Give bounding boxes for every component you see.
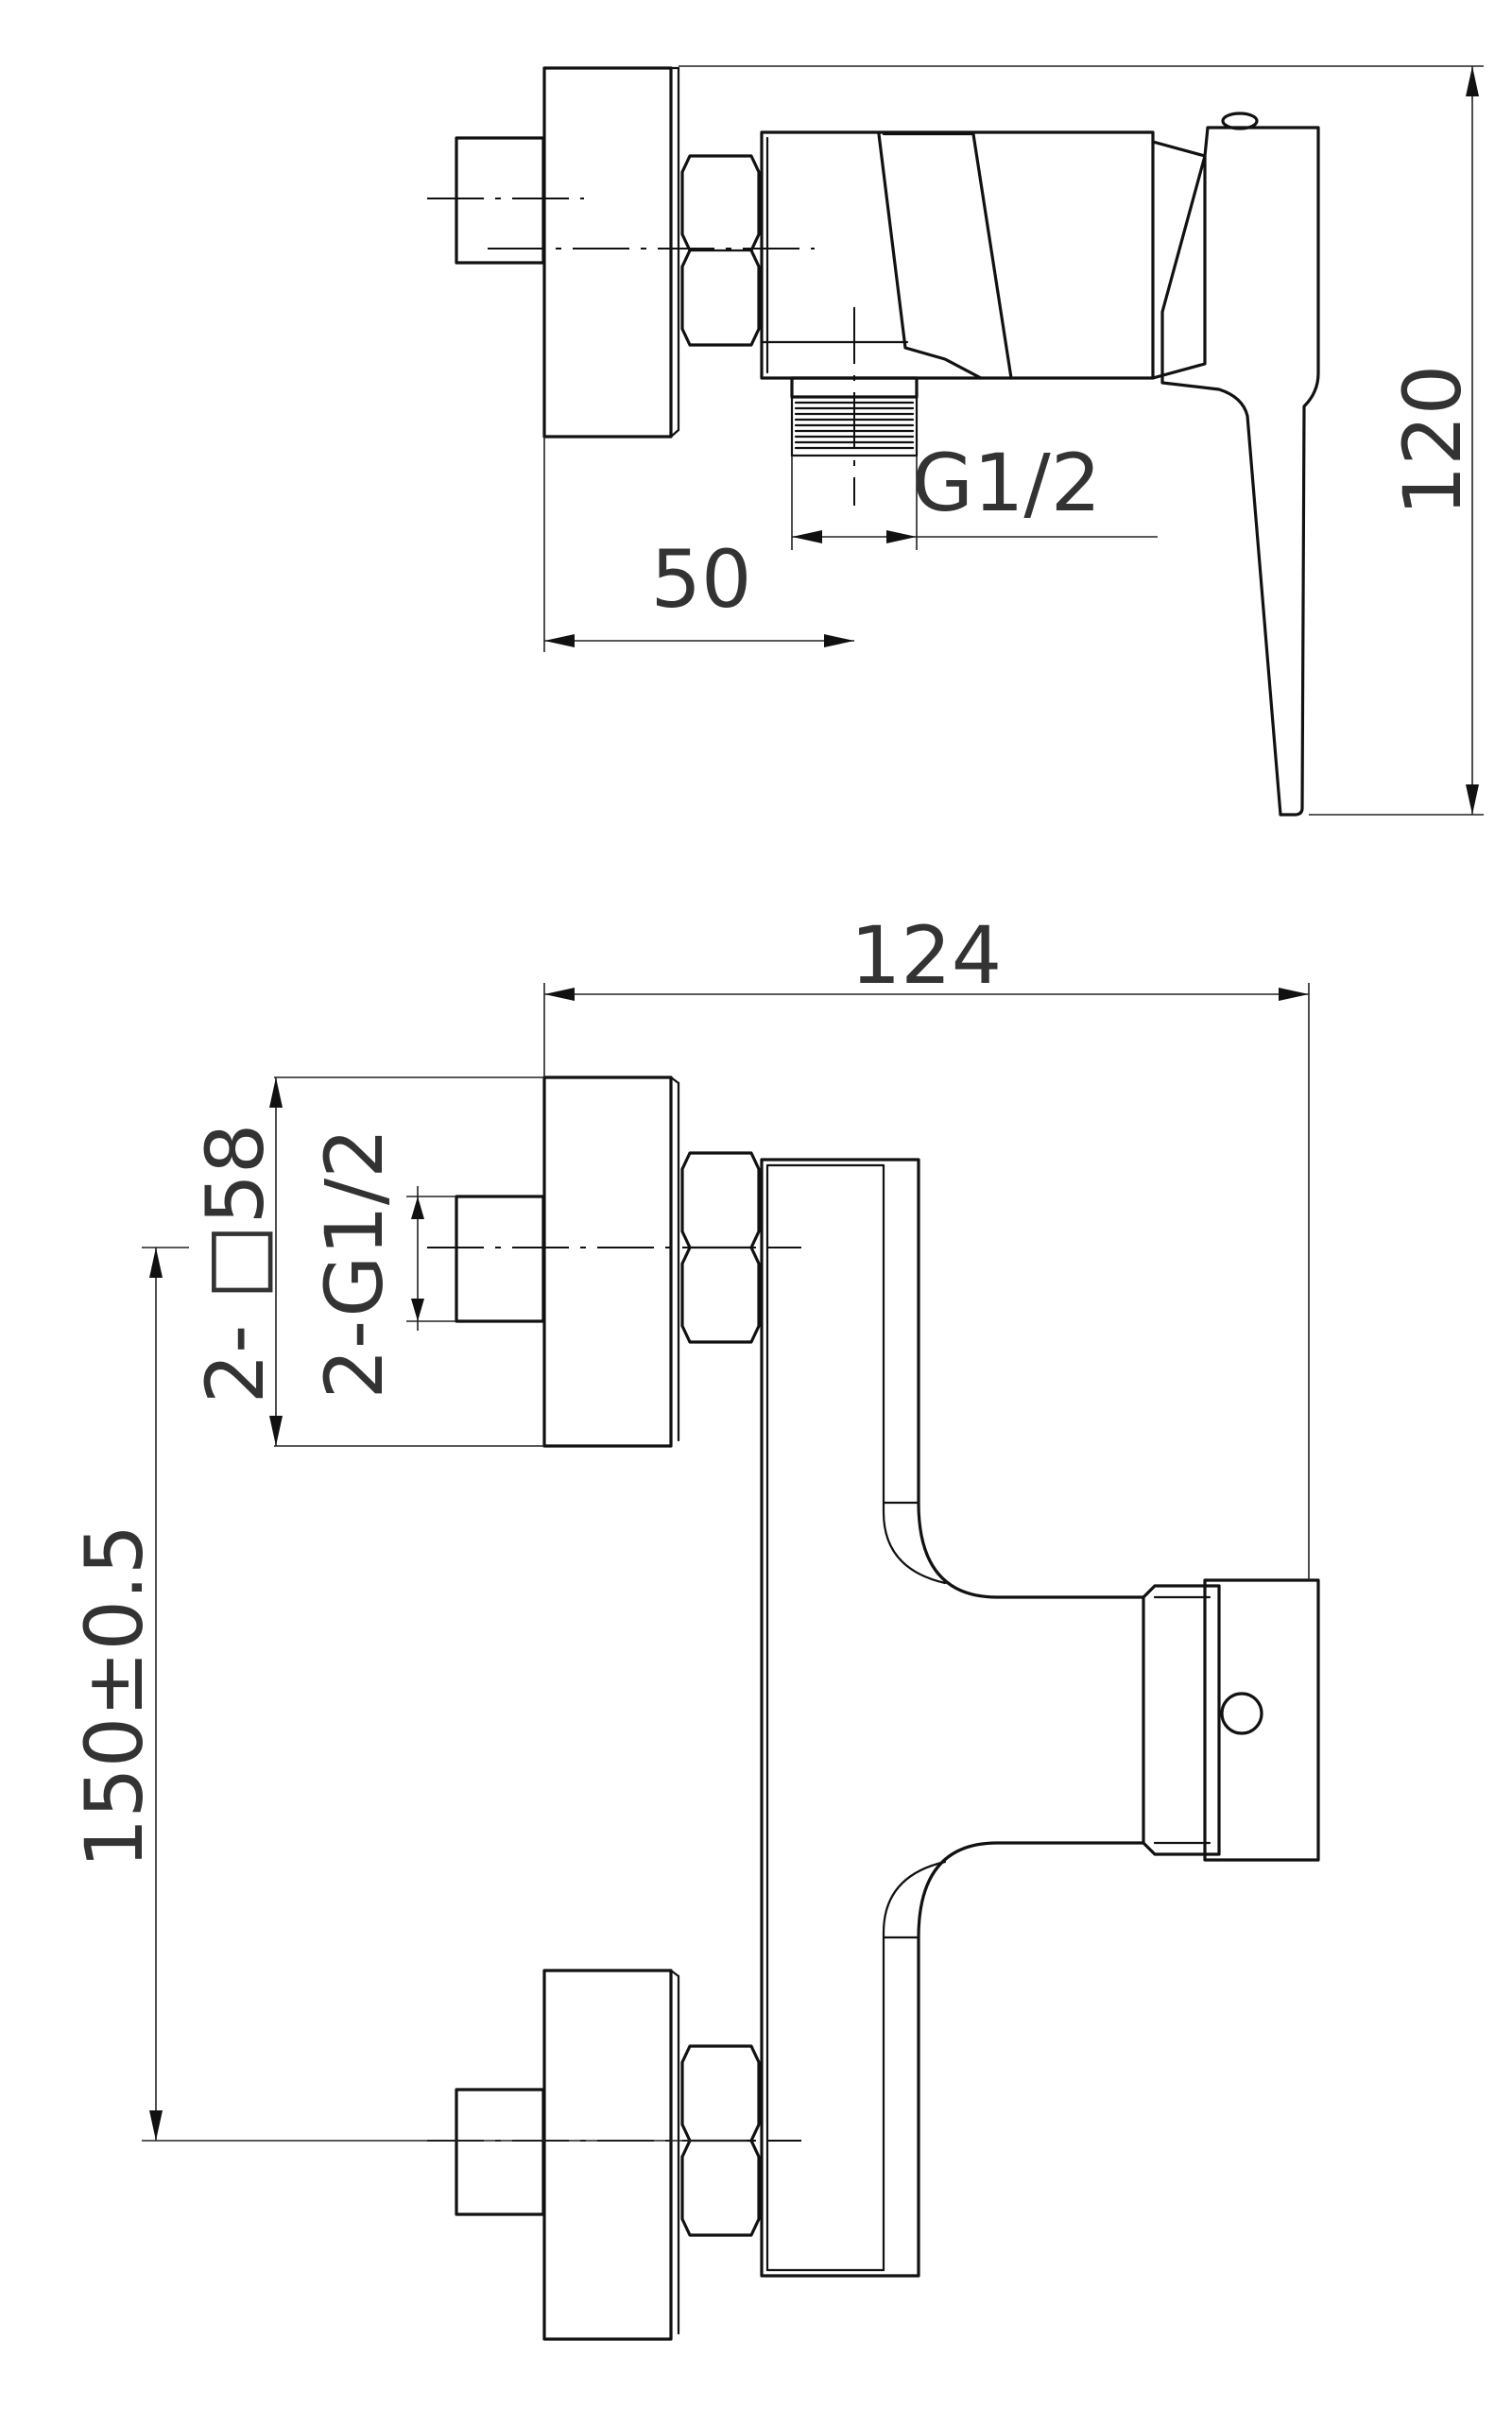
front-width-label: 124 xyxy=(850,909,1002,1002)
front-square-dimension xyxy=(269,1076,544,1447)
side-view: G1/2 50 120 xyxy=(427,65,1484,817)
side-lever-handle xyxy=(1151,112,1320,817)
side-width-label: 50 xyxy=(651,533,752,626)
front-spacing-label: 150±0.5 xyxy=(68,1524,161,1868)
front-handle-cap xyxy=(1142,1578,1320,1862)
side-valve-body xyxy=(760,130,1155,380)
side-height-dimension xyxy=(679,65,1484,816)
side-hex-nut xyxy=(680,154,761,347)
side-thread-dimension xyxy=(791,456,1158,550)
front-view: 124 2- □58 2-G1/2 150±0.5 xyxy=(68,909,1320,2341)
side-height-label: 120 xyxy=(1386,365,1479,516)
front-top-flange xyxy=(542,1076,673,1448)
front-square-label: 2- □58 xyxy=(189,1124,282,1404)
front-bottom-flange xyxy=(542,1969,673,2341)
front-thread-label: 2-G1/2 xyxy=(308,1127,401,1399)
handle-screw-hole xyxy=(1220,1692,1263,1735)
side-inlet-stub xyxy=(455,136,545,265)
front-top-inlet-stub xyxy=(455,1195,545,1323)
side-wall-flange xyxy=(542,66,673,439)
front-bottom-inlet-stub xyxy=(455,2088,545,2216)
front-valve-body xyxy=(760,1158,1145,2278)
front-thread-dimension xyxy=(406,1186,456,1331)
front-spacing-dimension xyxy=(142,1247,747,2142)
side-thread-label: G1/2 xyxy=(912,437,1101,529)
side-width-dimension xyxy=(543,437,854,652)
front-width-dimension xyxy=(543,983,1310,1580)
